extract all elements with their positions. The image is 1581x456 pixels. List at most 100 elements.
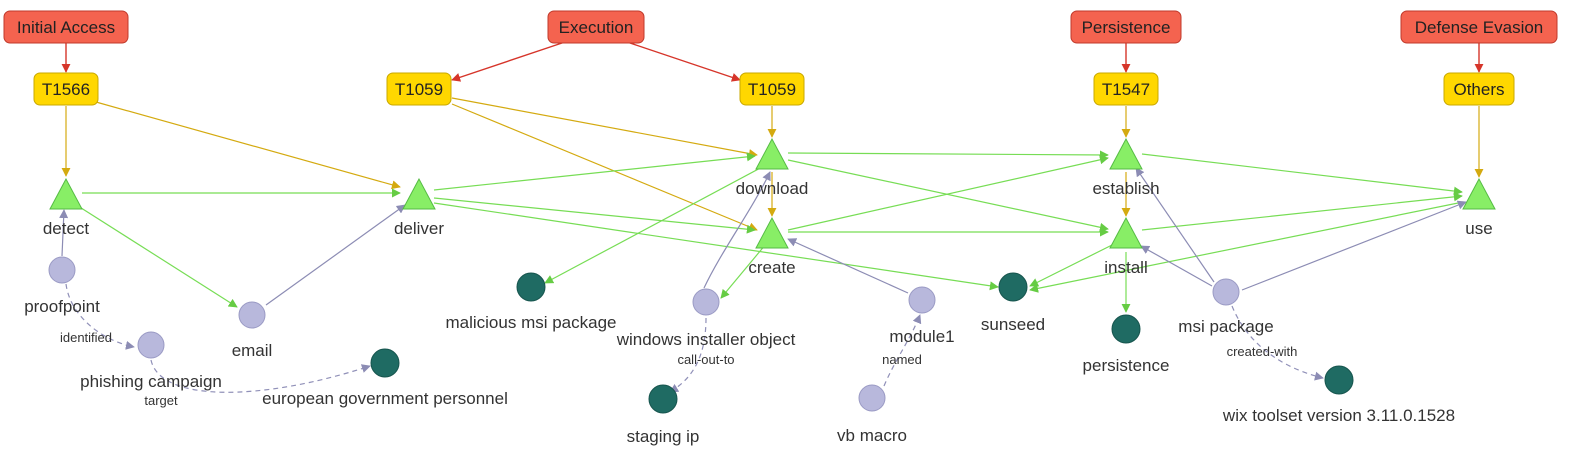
node-label: created-with [1227,344,1298,359]
node-label: malicious msi package [445,313,616,332]
label-layer: detect deliver download create establish inst… [24,179,1493,446]
edge-module1-create [787,238,909,294]
node-label: create [748,258,795,277]
technique-t1566[interactable]: T1566 [33,72,99,106]
node-label: target [144,393,178,408]
entity-windows-installer-object-node[interactable] [692,288,720,316]
box-shape [739,72,805,106]
entity-module1-node[interactable] [908,286,936,314]
edge-t1059a-download [451,97,758,158]
action-create-triangle[interactable] [755,216,789,249]
edge-msi-package-wix [1231,305,1324,381]
box-label: Execution [559,18,634,37]
action-use-triangle[interactable] [1462,177,1496,210]
node-label: staging ip [627,427,700,446]
asset-malicious-msi-package-node[interactable] [516,272,546,302]
box-label: Defense Evasion [1415,18,1544,37]
edge-msi-package-establish [1135,167,1215,283]
tactic-execution[interactable]: Execution [547,10,645,44]
node-label: email [232,341,273,360]
asset-european-government-personnel-node[interactable] [370,348,400,378]
node-label: proofpoint [24,297,100,316]
node-layer: Initial Access Execution Persistence Defens… [3,10,1558,414]
box-shape [33,72,99,106]
edge-deliver-create [433,197,756,234]
node-label: msi package [1178,317,1273,336]
asset-staging-ip-node[interactable] [648,384,678,414]
edge-execution-t1059-b [626,41,741,82]
edge-execution-t1059-a [451,41,566,82]
action-deliver-triangle[interactable] [402,177,436,210]
technique-t1059-2[interactable]: T1059 [739,72,805,106]
edge-deliver-download [433,152,756,191]
asset-wix-toolset-version-3-11-0-1528-node[interactable] [1324,365,1354,395]
node-label: establish [1092,179,1159,198]
edge-install-sunseed [1029,243,1115,287]
technique-others[interactable]: Others [1443,72,1515,106]
edge-create-establish [787,155,1109,231]
box-label: Persistence [1082,18,1171,37]
edge-detect-email [77,205,238,308]
tactic-persistence[interactable]: Persistence [1070,10,1182,44]
node-label: windows installer object [616,330,796,349]
edge-windows-installer-staging [669,317,707,393]
edge-msi-package-use [1241,200,1467,291]
node-label: detect [43,219,90,238]
node-label: sunseed [981,315,1045,334]
box-label: Initial Access [17,18,115,37]
tactic-initial-access[interactable]: Initial Access [3,10,129,44]
edge-t1059a-create [451,103,758,232]
box-label: Others [1453,80,1504,99]
node-label: deliver [394,219,444,238]
edge-proofpoint-detect [59,209,69,257]
technique-t1547[interactable]: T1547 [1093,72,1159,106]
node-label: european government personnel [262,389,508,408]
node-label: call-out-to [677,352,734,367]
edge-t1566-deliver [95,101,401,190]
tactic-defense-evasion[interactable]: Defense Evasion [1400,10,1558,44]
box-label: T1059 [395,80,443,99]
edge-layer [59,41,1484,393]
node-label: phishing campaign [80,372,222,391]
box-label: T1566 [42,80,90,99]
entity-email-node[interactable] [238,301,266,329]
edge-phishing-european-gov [150,359,371,393]
node-label: persistence [1083,356,1170,375]
node-label: download [736,179,809,198]
node-label: install [1104,258,1147,277]
technique-t1059[interactable]: T1059 [386,72,452,106]
edge-establish-use [1141,153,1463,196]
node-label: named [882,352,922,367]
box-shape [547,10,645,44]
node-label: vb macro [837,426,907,445]
asset-persistence-node[interactable] [1111,314,1141,344]
action-detect-triangle[interactable] [49,177,83,210]
box-label: T1547 [1102,80,1150,99]
edge-windows-installer-download [703,171,771,289]
node-label: module1 [889,327,954,346]
node-label: use [1465,219,1492,238]
edge-download-malicious-msi [544,165,765,284]
edge-vb-macro-module1 [883,314,922,387]
edge-create-windows-installer [720,243,767,299]
box-shape [1443,72,1515,106]
edge-deliver-sunseed [433,202,999,291]
entity-vb-macro-node[interactable] [858,384,886,412]
edge-email-deliver [265,204,406,306]
asset-sunseed-node[interactable] [998,272,1028,302]
edge-use-sunseed [1029,201,1464,293]
edge-proofpoint-phishing [65,283,135,350]
box-shape [3,10,129,44]
action-download-triangle[interactable] [755,137,789,170]
edge-install-use [1141,192,1463,231]
entity-proofpoint-node[interactable] [48,256,76,284]
action-install-triangle[interactable] [1109,216,1143,249]
edge-msi-package-install [1140,245,1213,287]
box-shape [1400,10,1558,44]
entity-phishing-campaign-node[interactable] [137,331,165,359]
action-establish-triangle[interactable] [1109,137,1143,170]
box-shape [386,72,452,106]
entity-msi-package-node[interactable] [1212,278,1240,306]
edge-download-establish [787,150,1109,160]
